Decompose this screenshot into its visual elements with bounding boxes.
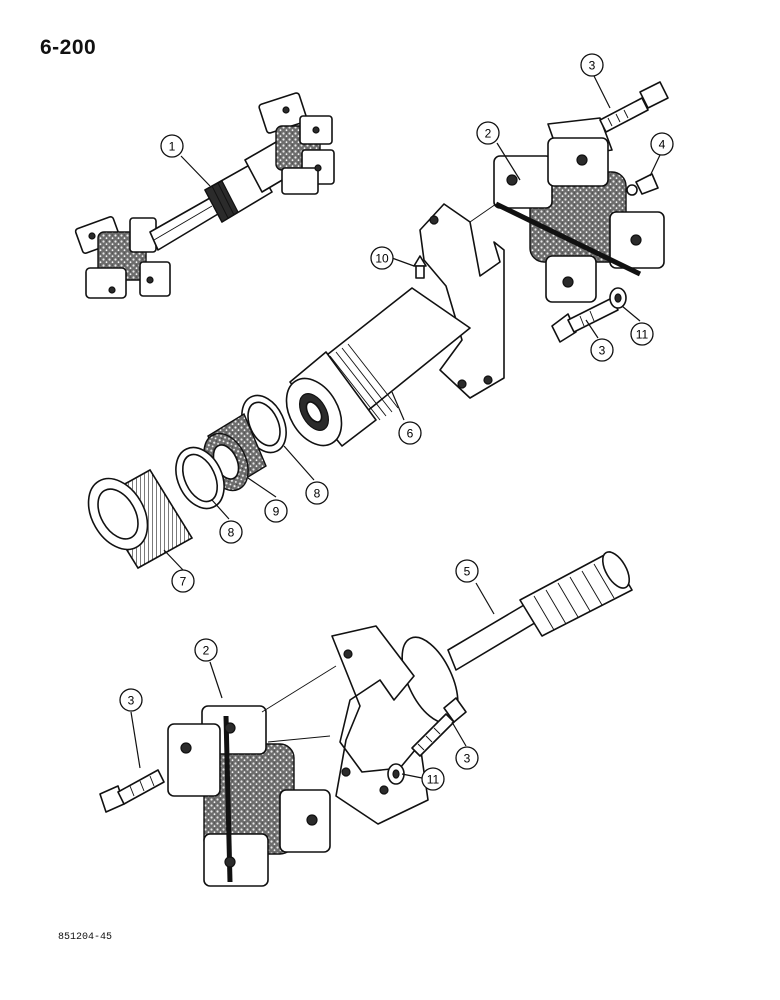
callout-10: 10 bbox=[370, 246, 394, 270]
lower-cap-bolt bbox=[99, 769, 165, 813]
grease-fitting bbox=[626, 173, 659, 196]
upper-universal-joint-cross bbox=[493, 117, 665, 303]
callout-number: 6 bbox=[407, 427, 414, 441]
callout-8: 8 bbox=[219, 520, 243, 544]
callout-number: 1 bbox=[169, 140, 176, 154]
leader-lines bbox=[130, 75, 661, 779]
callout-number: 2 bbox=[485, 127, 492, 141]
drawing-number: 851204-45 bbox=[58, 932, 113, 943]
lower-universal-joint-cross bbox=[167, 705, 331, 887]
callout-11: 11 bbox=[421, 767, 445, 791]
callout-number: 10 bbox=[375, 252, 389, 266]
callout-8: 8 bbox=[305, 481, 329, 505]
callout-3: 3 bbox=[580, 53, 604, 77]
callout-2: 2 bbox=[194, 638, 218, 662]
callout-number: 3 bbox=[589, 59, 596, 73]
yoke-bolt-and-washer bbox=[387, 697, 467, 785]
callout-2: 2 bbox=[476, 121, 500, 145]
callout-number: 7 bbox=[180, 575, 187, 589]
callout-5: 5 bbox=[455, 559, 479, 583]
callout-number: 3 bbox=[128, 694, 135, 708]
callout-number: 8 bbox=[228, 526, 235, 540]
callout-number: 5 bbox=[464, 565, 471, 579]
upper-cap-bolt bbox=[599, 81, 669, 133]
callout-labels: 1 2 3 4 10 3 11 6 8 9 8 7 5 2 3 3 11 bbox=[119, 53, 674, 791]
callout-3: 3 bbox=[455, 746, 479, 770]
splined-shaft-yoke bbox=[331, 551, 633, 825]
seal-ring-lower bbox=[175, 446, 225, 510]
callout-number: 11 bbox=[427, 773, 440, 787]
callout-3: 3 bbox=[119, 688, 143, 712]
callout-number: 2 bbox=[203, 644, 210, 658]
callout-number: 4 bbox=[659, 138, 666, 152]
callout-3: 3 bbox=[590, 338, 614, 362]
drive-shaft-assembly bbox=[74, 92, 335, 299]
retaining-nut bbox=[87, 468, 194, 570]
callout-9: 9 bbox=[264, 499, 288, 523]
callout-4: 4 bbox=[650, 132, 674, 156]
callout-7: 7 bbox=[171, 569, 195, 593]
callout-number: 3 bbox=[464, 752, 471, 766]
page-title: 6-200 bbox=[40, 36, 97, 59]
callout-number: 8 bbox=[314, 487, 321, 501]
yoke-and-tube bbox=[285, 203, 505, 447]
callout-1: 1 bbox=[160, 134, 184, 158]
callout-number: 9 bbox=[273, 505, 280, 519]
lower-cap-bolt-and-washer bbox=[551, 287, 627, 343]
callout-number: 11 bbox=[636, 328, 649, 342]
callout-6: 6 bbox=[398, 421, 422, 445]
callout-number: 3 bbox=[599, 344, 606, 358]
callout-11: 11 bbox=[630, 322, 654, 346]
